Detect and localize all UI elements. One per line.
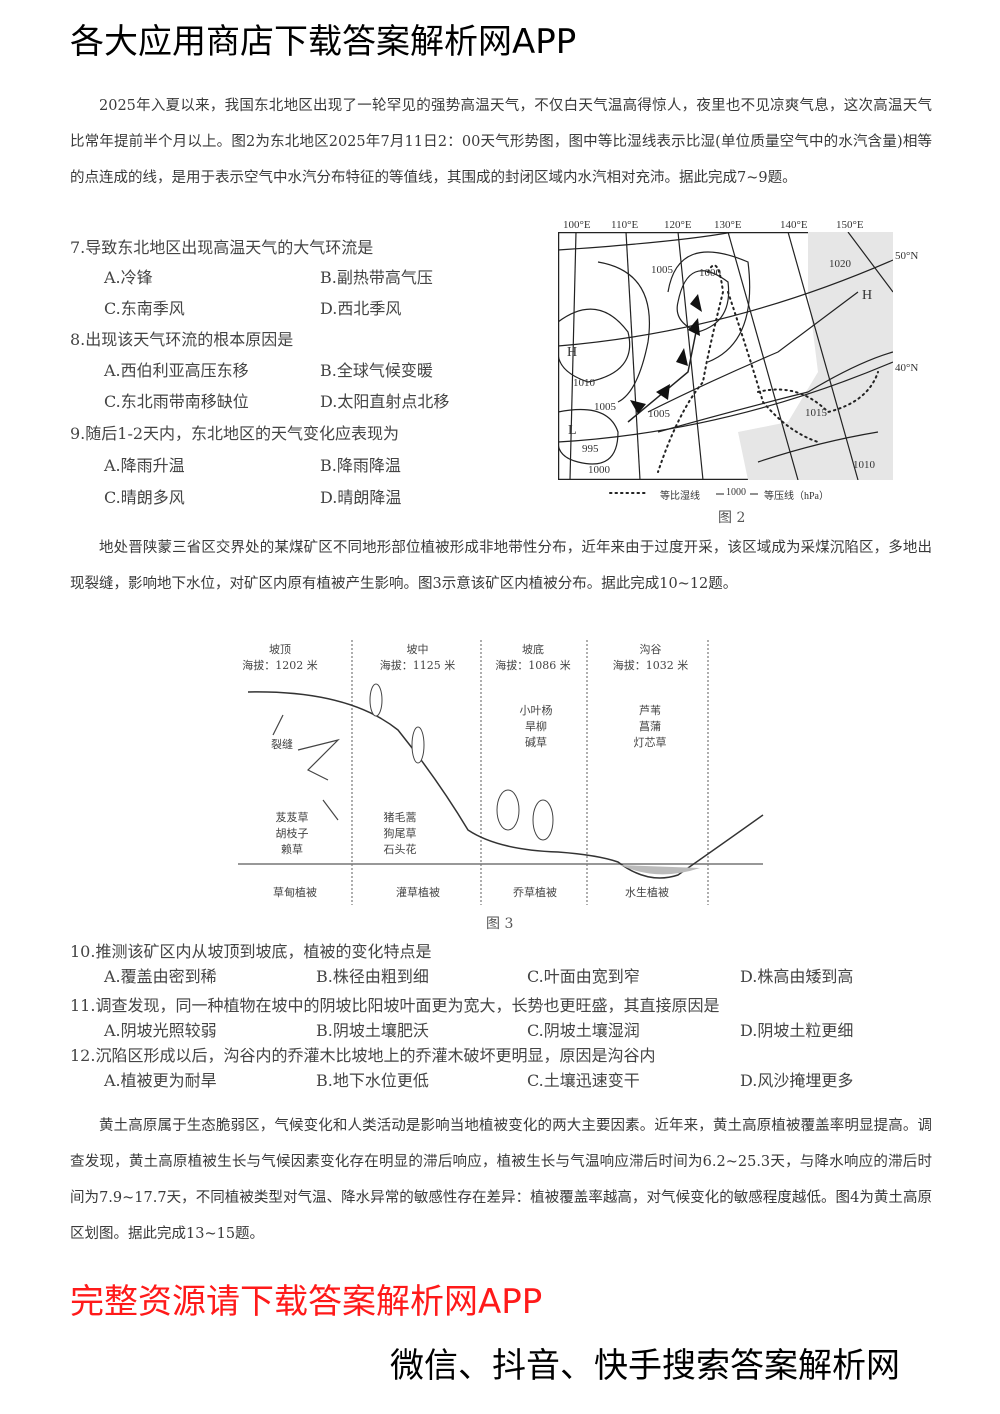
question-11-option-c[interactable]: C.阴坡土壤湿润 [527, 1021, 640, 1040]
watermark-top-left: 各大应用商店下载答案解析网APP [70, 22, 577, 62]
isobar-label: 995 [582, 443, 599, 455]
question-12-option-a[interactable]: A.植被更为耐旱 [104, 1071, 217, 1090]
question-9-option-b[interactable]: B.降雨降温 [320, 456, 401, 475]
question-11-stem: 11.调查发现，同一种植物在坡中的阴坡比阳坡叶面更为宽大，长势也更旺盛，其直接原… [70, 996, 720, 1015]
question-7-stem: 7.导致东北地区出现高温天气的大气环流是 [70, 238, 374, 257]
lon-label: 110°E [611, 219, 639, 231]
question-10-option-b[interactable]: B.株径由粗到细 [316, 967, 429, 986]
question-8-option-c[interactable]: C.东北雨带南移缺位 [104, 392, 249, 411]
question-10-option-a[interactable]: A.覆盖由密到稀 [104, 967, 217, 986]
question-8-option-a[interactable]: A.西伯利亚高压东移 [104, 361, 249, 380]
passage-2: 地处晋陕蒙三省区交界处的某煤矿区不同地形部位植被形成非地带性分布，近年来由于过度… [70, 540, 932, 592]
zone-position: 坡底 [522, 643, 544, 656]
lon-label: 150°E [836, 219, 864, 231]
lon-label: 100°E [563, 219, 591, 231]
question-10-stem: 10.推测该矿区内从坡顶到坡底，植被的变化特点是 [70, 942, 432, 961]
question-8-option-b[interactable]: B.全球气候变暖 [320, 361, 433, 380]
legend-humidity-dots [609, 492, 649, 494]
zone-2-type: 灌草植被 [396, 886, 440, 899]
legend-isobar-sample: 1000 [726, 487, 746, 498]
zone-position: 沟谷 [639, 643, 662, 656]
lon-label: 140°E [780, 219, 808, 231]
zone-elevation: 海拔：1032 米 [612, 659, 689, 672]
question-9-option-a[interactable]: A.降雨升温 [104, 456, 185, 475]
figure-3-caption: 图 3 [486, 916, 514, 932]
passage-1: 2025年入夏以来，我国东北地区出现了一轮罕见的强势高温天气，不仅白天气温高得惊… [70, 98, 932, 186]
isobar-label: 1015 [805, 407, 827, 419]
zone-3-plants: 小叶杨 旱柳 碱草 [519, 704, 553, 749]
question-7-option-a[interactable]: A.冷锋 [104, 268, 153, 287]
question-8-stem: 8.出现该天气环流的根本原因是 [70, 330, 294, 349]
question-7-option-c[interactable]: C.东南季风 [104, 299, 185, 318]
question-11-option-b[interactable]: B.阴坡土壤肥沃 [316, 1021, 429, 1040]
question-7-option-d[interactable]: D.西北季风 [320, 299, 402, 318]
question-12-option-b[interactable]: B.地下水位更低 [316, 1071, 429, 1090]
legend-isobar-line-right [750, 493, 758, 495]
zone-position: 坡中 [406, 643, 429, 656]
isobar-label: 1005 [594, 401, 616, 413]
isobar-label: 1010 [573, 377, 595, 389]
passage-3: 黄土高原属于生态脆弱区，气候变化和人类活动是影响当地植被变化的两大主要因素。近年… [70, 1118, 932, 1242]
lon-label: 120°E [664, 219, 692, 231]
zone-1-plants: 芨芨草 胡枝子 赖草 [275, 811, 309, 856]
high-pressure-marker: H [862, 288, 873, 303]
zone-elevation: 海拔：1202 米 [242, 659, 318, 672]
question-10-option-c[interactable]: C.叶面由宽到窄 [527, 967, 640, 986]
question-11-option-a[interactable]: A.阴坡光照较弱 [104, 1021, 217, 1040]
profile-drawing [238, 640, 764, 905]
map-drawing [558, 232, 893, 480]
question-9-option-c[interactable]: C.晴朗多风 [104, 488, 185, 507]
zone-3-type: 乔草植被 [513, 886, 557, 899]
isobar-label: 1000 [699, 267, 721, 279]
zone-3-header: 坡底海拔：1086 米 [488, 642, 578, 674]
watermark-bottom-right: 微信、抖音、快手搜索答案解析网 [390, 1346, 900, 1386]
high-pressure-marker: H [567, 345, 578, 360]
zone-2-plants: 猪毛蒿 狗尾草 石头花 [383, 811, 417, 856]
legend-isobar-line-left [716, 493, 724, 495]
zone-1-type: 草甸植被 [273, 886, 317, 899]
legend-humidity-label: 等比湿线 [660, 491, 700, 502]
lon-label: 130°E [714, 219, 742, 231]
zone-4-plants: 芦苇 菖蒲 灯芯草 [633, 704, 667, 749]
lat-label: 40°N [895, 362, 919, 374]
low-pressure-marker: L [568, 423, 577, 438]
zone-4-header: 沟谷海拔：1032 米 [603, 642, 698, 674]
question-12-option-c[interactable]: C.土壤迅速变干 [527, 1071, 640, 1090]
question-10-option-d[interactable]: D.株高由矮到高 [740, 967, 854, 986]
isobar-label: 1020 [829, 258, 851, 270]
lat-label: 50°N [895, 250, 919, 262]
question-9-option-d[interactable]: D.晴朗降温 [320, 488, 402, 507]
watermark-center: 完整资源请下载答案解析网APP [70, 1282, 543, 1322]
isobar-label: 1010 [853, 459, 875, 471]
isobar-label: 1000 [588, 464, 610, 476]
figure-2-caption: 图 2 [718, 510, 746, 526]
question-9-stem: 9.随后1-2天内，东北地区的天气变化应表现为 [70, 424, 400, 443]
crack-label: 裂缝 [271, 738, 293, 751]
isobar-label: 1005 [648, 408, 670, 420]
zone-2-header: 坡中海拔：1125 米 [370, 642, 465, 674]
zone-elevation: 海拔：1086 米 [495, 659, 571, 672]
question-12-option-d[interactable]: D.风沙掩埋更多 [740, 1071, 854, 1090]
zone-1-header: 坡顶海拔：1202 米 [238, 642, 322, 674]
question-12-stem: 12.沉陷区形成以后，沟谷内的乔灌木比坡地上的乔灌木破坏更明显，原因是沟谷内 [70, 1046, 656, 1065]
zone-4-type: 水生植被 [625, 886, 669, 899]
question-8-option-d[interactable]: D.太阳直射点北移 [320, 392, 450, 411]
question-11-option-d[interactable]: D.阴坡土粒更细 [740, 1021, 854, 1040]
question-7-option-b[interactable]: B.副热带高气压 [320, 268, 433, 287]
zone-elevation: 海拔：1125 米 [379, 659, 456, 672]
legend-isobar-label: 等压线（hPa） [764, 491, 829, 502]
isobar-label: 1005 [651, 264, 673, 276]
zone-position: 坡顶 [269, 643, 291, 656]
